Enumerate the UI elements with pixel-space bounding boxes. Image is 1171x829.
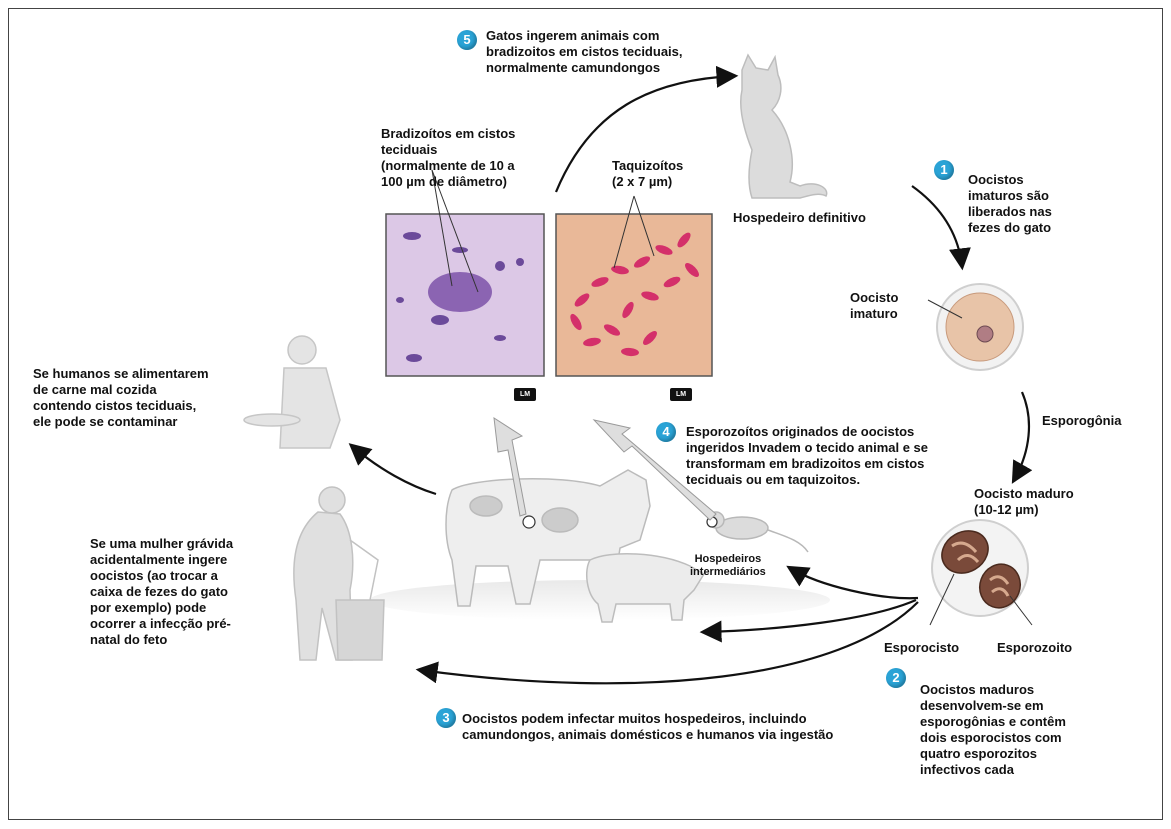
woman-litterbox-illustration [294,487,384,660]
step-badge-3: 3 [436,708,456,728]
hospedeiro-definitivo-label: Hospedeiro definitivo [733,210,866,226]
cat-illustration [741,55,827,198]
hospedeiros-intermediarios-label: Hospedeiros intermediários [690,553,766,579]
step-badge-4: 4 [656,422,676,442]
esporogonia-label: Esporogônia [1042,413,1121,429]
taquizoitos-label: Taquizoítos (2 x 7 µm) [612,158,683,190]
oocisto-maduro-label: Oocisto maduro (10-12 µm) [974,486,1074,518]
lm-badge-left: LM [514,388,536,401]
lm-badge-right: LM [670,388,692,401]
bradizoitos-label: Bradizoítos em cistos teciduais (normalm… [381,126,515,190]
human-carne-text: Se humanos se alimentarem de carne mal c… [33,366,255,430]
esporozoito-label: Esporozoito [997,640,1072,656]
oocisto-maduro-illustration [930,520,1032,625]
step-2-text: Oocistos maduros desenvolvem-se em espor… [920,682,1066,778]
step-badge-2: 2 [886,668,906,688]
step-badge-5: 5 [457,30,477,50]
esporocisto-label: Esporocisto [884,640,959,656]
step-5-text: Gatos ingerem animais com bradizoitos em… [486,28,683,76]
mouse-illustration [708,512,808,552]
step-3-text: Oocistos podem infectar muitos hospedeir… [462,711,833,743]
step-1-text: Oocistos imaturos são liberados nas feze… [968,172,1052,236]
step-badge-1: 1 [934,160,954,180]
oocisto-imaturo-label: Oocisto imaturo [850,290,898,322]
gravida-text: Se uma mulher grávida acidentalmente ing… [90,536,280,648]
human-eating-illustration [244,336,340,448]
step-4-text: Esporozoítos originados de oocistos inge… [686,424,928,488]
oocisto-imaturo-illustration [928,284,1023,370]
